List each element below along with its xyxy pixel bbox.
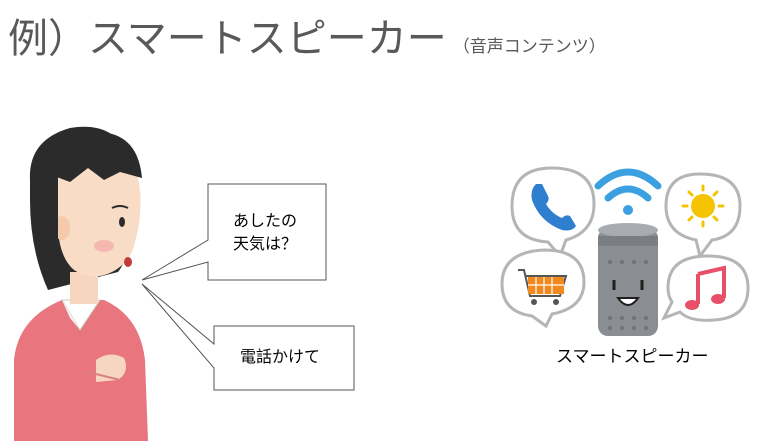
speech-bubble-call [141, 283, 355, 391]
woman-illustration [14, 126, 148, 441]
bubble-call-text: 電話かけて [240, 347, 321, 366]
sun-icon [664, 172, 742, 260]
phone-icon [510, 166, 596, 259]
smart-speaker-device [598, 223, 658, 336]
wifi-icon [594, 168, 662, 215]
shopping-cart-icon [500, 248, 586, 329]
slide-title: 例）スマートスピーカー（音声コンテンツ） [8, 6, 606, 64]
bubble-question-line1: あしたの [233, 211, 298, 230]
speech-bubble-question [141, 183, 327, 281]
music-note-icon [660, 254, 750, 322]
title-subtitle: （音声コンテンツ） [452, 37, 606, 57]
bubble-question-line2: 天気は？ [233, 234, 298, 253]
title-main: 例）スマートスピーカー [8, 16, 447, 62]
smart-speaker-illustration [500, 166, 750, 336]
smart-speaker-label: スマートスピーカー [556, 347, 709, 367]
